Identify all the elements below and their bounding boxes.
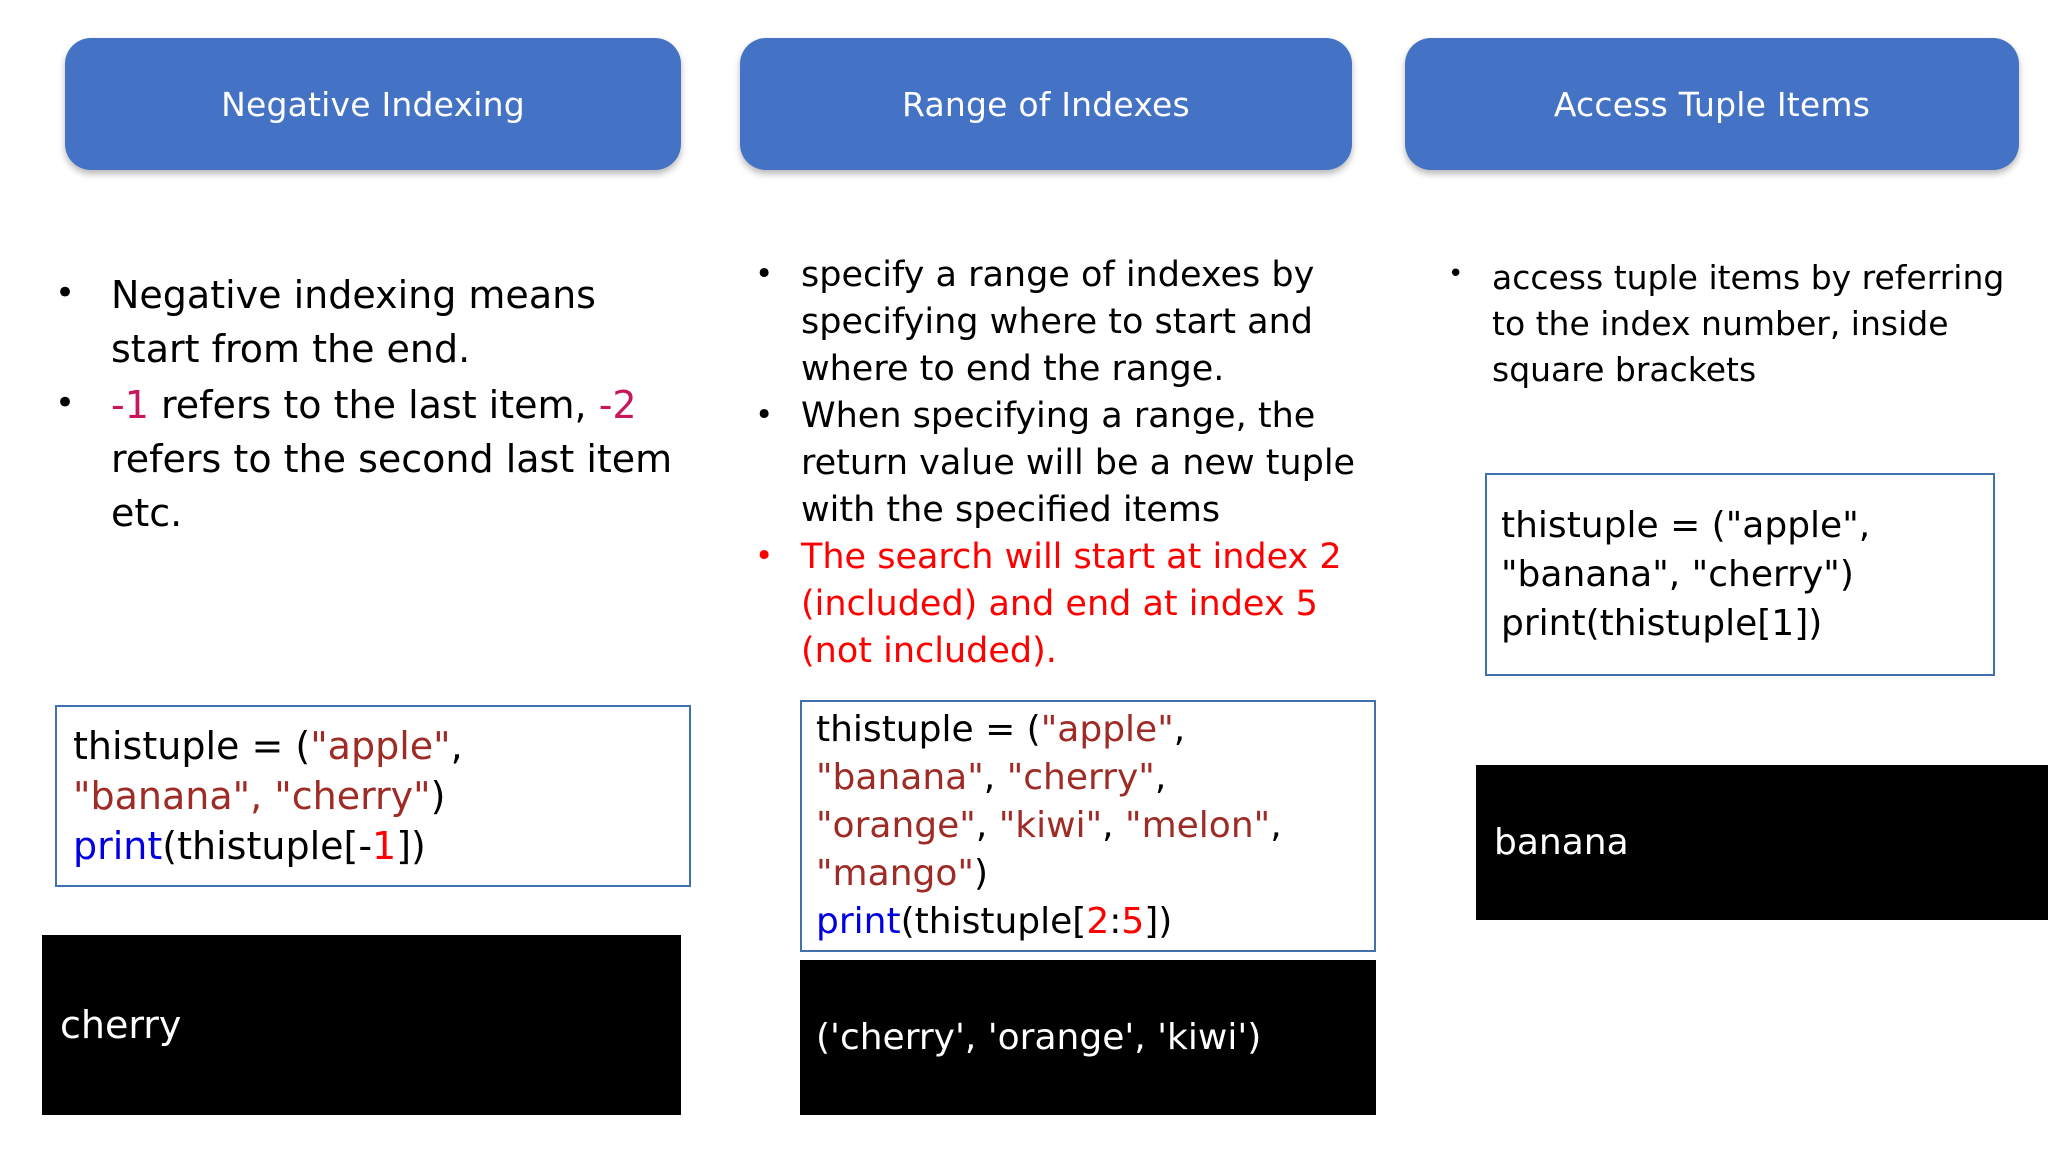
bullet-text-segment: specify a range of indexes by specifying… <box>801 255 1315 389</box>
code-token-plain: print(thistuple[1]) <box>1501 603 1823 644</box>
code-token-plain: ]) <box>1144 901 1173 942</box>
code-token-plain: , <box>1173 709 1186 750</box>
code-block-negative-indexing: thistuple = ("apple","banana", "cherry")… <box>55 705 691 887</box>
code-token-plain: , <box>983 757 1007 798</box>
code-token-plain: , <box>1154 757 1167 798</box>
console-output-text: ('cherry', 'orange', 'kiwi') <box>816 1017 1262 1058</box>
code-token-string: "orange" <box>816 805 976 846</box>
bullet-marker-icon: • <box>55 383 76 423</box>
bullet-text: -1 refers to the last item, -2 refers to… <box>111 378 675 540</box>
code-token-plain: ) <box>973 853 988 894</box>
code-token-plain: (thistuple[ <box>900 901 1087 942</box>
bullet-text: specify a range of indexes by specifying… <box>801 252 1385 393</box>
column-header-range-of-indexes[interactable]: Range of Indexes <box>740 38 1352 170</box>
column-header-access-tuple-items[interactable]: Access Tuple Items <box>1405 38 2019 170</box>
code-block-access-tuple-items: thistuple = ("apple", "banana", "cherry")… <box>1485 473 1995 676</box>
bullet-item: • access tuple items by referring to the … <box>1448 255 2008 393</box>
bullet-text: access tuple items by referring to the i… <box>1492 255 2008 393</box>
code-line: thistuple = ("apple", <box>73 721 673 771</box>
code-token-string: "banana", "cherry" <box>73 774 431 818</box>
code-line: print(thistuple[-1]) <box>73 821 673 871</box>
code-token-plain: (thistuple[- <box>162 824 373 868</box>
code-line: print(thistuple[2:5]) <box>816 898 1360 946</box>
bullet-text-segment: Negative indexing means start from the e… <box>111 273 596 371</box>
column-header-label: Negative Indexing <box>221 84 525 124</box>
bullet-text-segment: access tuple items by referring to the i… <box>1492 258 2005 389</box>
code-token-plain: : <box>1109 901 1122 942</box>
column-header-label: Range of Indexes <box>902 84 1190 124</box>
bullet-list-range-of-indexes: • specify a range of indexes by specifyin… <box>755 252 1385 675</box>
code-token-plain: thistuple = ( <box>816 709 1041 750</box>
bullet-text: Negative indexing means start from the e… <box>111 268 675 376</box>
code-token-number: 2 <box>1086 901 1110 942</box>
code-token-string: "apple" <box>1040 709 1174 750</box>
bullet-marker-icon: • <box>55 273 76 313</box>
code-token-plain: , <box>1102 805 1126 846</box>
code-line: thistuple = ("apple", <box>816 706 1360 754</box>
code-token-number: 5 <box>1121 901 1145 942</box>
bullet-item: • -1 refers to the last item, -2 refers t… <box>55 378 675 540</box>
bullet-item: • Negative indexing means start from the … <box>55 268 675 376</box>
bullet-marker-icon: • <box>755 538 774 574</box>
bullet-text-segment: When specifying a range, the return valu… <box>801 396 1356 530</box>
console-output-negative-indexing: cherry <box>42 935 681 1115</box>
code-token-plain: thistuple = ( <box>73 724 311 768</box>
bullet-marker-icon: • <box>755 397 774 433</box>
code-line: print(thistuple[1]) <box>1501 599 1979 648</box>
code-token-string: "banana" <box>816 757 984 798</box>
code-token-number: 1 <box>372 824 397 868</box>
code-token-plain: , <box>1270 805 1282 846</box>
bullet-marker-icon: • <box>755 256 774 292</box>
bullet-item: • specify a range of indexes by specifyin… <box>755 252 1385 393</box>
bullet-text-segment: -2 <box>598 383 637 427</box>
code-token-plain: thistuple = ("apple", <box>1501 505 1871 546</box>
bullet-text: When specifying a range, the return valu… <box>801 393 1385 534</box>
code-token-string: "apple" <box>310 724 451 768</box>
bullet-text-segment: refers to the second last item etc. <box>111 437 673 535</box>
bullet-text: The search will start at index 2 (includ… <box>801 534 1385 675</box>
bullet-list-access-tuple-items: • access tuple items by referring to the … <box>1448 255 2008 393</box>
code-token-string: "mango" <box>816 853 974 894</box>
code-line: "banana", "cherry") <box>1501 550 1979 599</box>
console-output-text: cherry <box>60 1003 182 1047</box>
code-line: "mango") <box>816 850 1360 898</box>
column-header-label: Access Tuple Items <box>1553 84 1871 124</box>
code-token-string: "melon" <box>1125 805 1271 846</box>
code-line: "orange", "kiwi", "melon", <box>816 802 1360 850</box>
bullet-list-negative-indexing: • Negative indexing means start from the … <box>55 268 675 542</box>
code-token-function: print <box>73 824 163 868</box>
code-token-plain: ]) <box>396 824 426 868</box>
code-token-string: "kiwi" <box>998 805 1103 846</box>
code-token-plain: "banana", "cherry") <box>1501 554 1854 595</box>
console-output-text: banana <box>1494 822 1629 863</box>
code-token-string: "cherry" <box>1006 757 1155 798</box>
console-output-range-of-indexes: ('cherry', 'orange', 'kiwi') <box>800 960 1376 1115</box>
code-line: "banana", "cherry", <box>816 754 1360 802</box>
bullet-marker-icon: • <box>1448 259 1464 289</box>
code-line: thistuple = ("apple", <box>1501 501 1979 550</box>
code-token-plain: , <box>975 805 999 846</box>
bullet-text-segment: refers to the last item, <box>148 383 599 427</box>
code-token-function: print <box>816 901 901 942</box>
column-header-negative-indexing[interactable]: Negative Indexing <box>65 38 681 170</box>
code-block-range-of-indexes: thistuple = ("apple","banana", "cherry",… <box>800 700 1376 952</box>
code-line: "banana", "cherry") <box>73 771 673 821</box>
bullet-text-segment: -1 <box>111 383 149 427</box>
code-token-plain: ) <box>430 774 446 818</box>
bullet-text-segment: The search will start at index 2 (includ… <box>801 537 1342 671</box>
console-output-access-tuple-items: banana <box>1476 765 2048 920</box>
code-token-plain: , <box>450 724 463 768</box>
bullet-item: • The search will start at index 2 (inclu… <box>755 534 1385 675</box>
bullet-item: • When specifying a range, the return val… <box>755 393 1385 534</box>
